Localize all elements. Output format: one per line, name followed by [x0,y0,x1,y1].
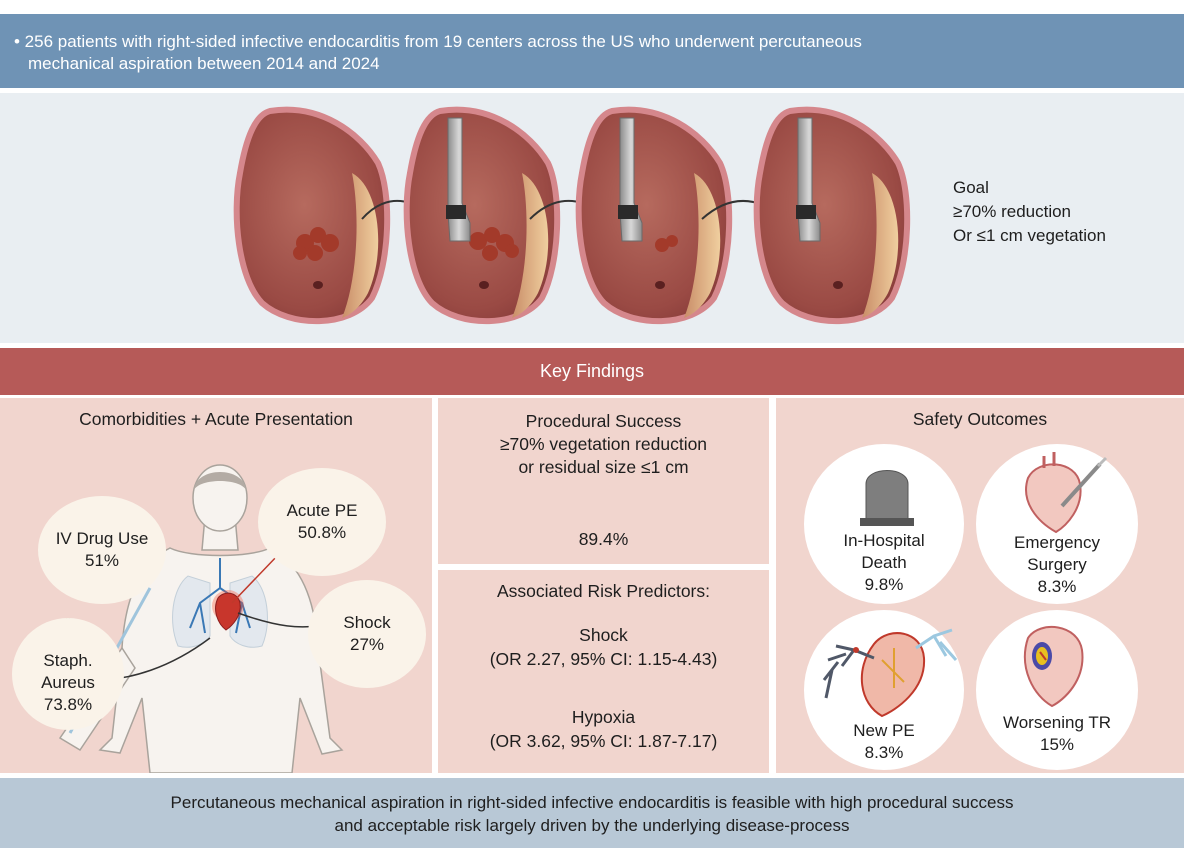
procedure-illustration-strip [0,93,1184,343]
comorbidities-panel: Comorbidities + Acute Presentation [0,398,432,773]
shock-value: 27% [349,635,385,654]
tr-text: Worsening TR 15% [976,712,1138,756]
surgery-label-1: Emergency [1014,533,1100,552]
risk-hypoxia-label: Hypoxia [571,707,636,727]
tombstone-icon [860,470,914,526]
procedure-illustration [233,106,911,325]
staph-bubble: Staph. Aureus 73.8% [12,618,124,730]
death-value: 9.8% [864,575,904,594]
goal-title: Goal [953,178,989,197]
header-line-2: mechanical aspiration between 2014 and 2… [28,54,380,73]
safety-icons [822,452,1108,718]
death-label-2: Death [861,553,907,572]
surgery-label-2: Surgery [1027,555,1087,574]
staph-label-1: Staph. [43,651,93,670]
header-line-1: • 256 patients with right-sided infectiv… [14,32,862,51]
risk-shock-or: (OR 2.27, 95% CI: 1.15-4.43) [489,649,718,669]
iv-drug-value: 51% [84,551,120,570]
acute-pe-label: Acute PE [286,501,358,520]
surgery-text: Emergency Surgery 8.3% [976,532,1138,598]
shock-label: Shock [343,613,391,632]
conclusion-footer: Percutaneous mechanical aspiration in ri… [0,778,1184,848]
iv-drug-bubble: IV Drug Use 51% [38,496,166,604]
pe-heart-icon [822,628,958,718]
new-pe-value: 8.3% [864,743,904,762]
tr-label: Worsening TR [1002,713,1112,732]
death-text: In-Hospital Death 9.8% [804,530,964,596]
acute-pe-bubble: Acute PE 50.8% [258,468,386,576]
procedural-line-3: or residual size ≤1 cm [518,457,689,477]
iv-drug-label: IV Drug Use [55,529,149,548]
tr-heart-icon [1023,625,1084,708]
death-label-1: In-Hospital [843,531,925,550]
procedural-line-1: Procedural Success [525,411,682,431]
procedural-line-2: ≥70% vegetation reduction [499,434,708,454]
tr-value: 15% [1039,735,1075,754]
new-pe-label: New PE [853,721,915,740]
new-pe-text: New PE 8.3% [804,720,964,764]
safety-outcomes-panel: Safety Outcomes [776,398,1184,773]
heart-scalpel-icon [1025,452,1108,534]
footer-line-1: Percutaneous mechanical aspiration in ri… [170,793,1014,812]
heart-stage-4 [753,106,911,325]
acute-pe-value: 50.8% [297,523,347,542]
surgery-value: 8.3% [1037,577,1077,596]
heart-stage-2 [403,106,561,325]
footer-line-2: and acceptable risk largely driven by th… [334,816,850,835]
staph-value: 73.8% [43,695,93,714]
procedural-value: 89.4% [578,529,629,549]
procedural-success-panel: Procedural Success ≥70% vegetation reduc… [438,398,769,564]
goal-line-1: ≥70% reduction [953,202,1072,221]
risk-predictors-panel: Associated Risk Predictors: Shock (OR 2.… [438,570,769,773]
study-header: • 256 patients with right-sided infectiv… [0,14,1184,88]
shock-bubble: Shock 27% [308,580,426,688]
heart-stage-3 [575,106,733,325]
risk-title: Associated Risk Predictors: [497,581,710,601]
key-findings-banner: Key Findings [0,348,1184,395]
safety-title: Safety Outcomes [912,409,1048,429]
goal-line-2: Or ≤1 cm vegetation [953,226,1106,245]
staph-label-2: Aureus [41,673,95,692]
risk-hypoxia-or: (OR 3.62, 95% CI: 1.87-7.17) [489,731,718,751]
procedure-goal: Goal ≥70% reduction Or ≤1 cm vegetation [953,176,1106,248]
comorbidities-title: Comorbidities + Acute Presentation [79,409,353,429]
risk-shock-label: Shock [579,625,628,645]
heart-stage-1 [233,106,391,325]
